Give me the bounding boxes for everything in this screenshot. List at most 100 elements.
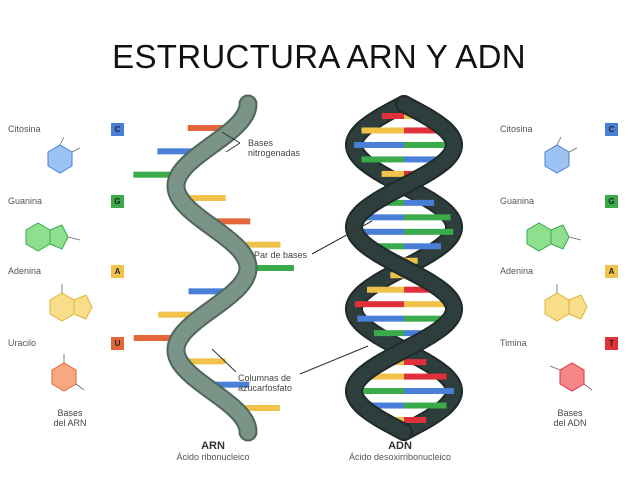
dna-base-rung-right xyxy=(404,127,447,134)
dna-base-rung-left xyxy=(357,315,404,322)
rna-base-label-cytosine: Citosina xyxy=(8,124,41,134)
rna-base-rung xyxy=(179,195,226,201)
dna-base-rung-left xyxy=(354,141,404,148)
dna-main-label: ADN Ácido desoxirribonucleico xyxy=(310,440,490,462)
rna-bases-caption: Bases del ARN xyxy=(40,408,100,428)
annotation-sugar-phosphate: Columnas de azucarfosfato xyxy=(238,373,292,393)
dna-base-rung-right xyxy=(404,286,441,293)
rna-badge-a: A xyxy=(111,265,124,278)
dna-base-rung-left xyxy=(367,286,404,293)
dna-base-label-thymine: Timina xyxy=(500,338,527,348)
bases-pointer-line-2 xyxy=(225,142,241,153)
dna-base-rung-left xyxy=(361,402,404,409)
rna-base-rung xyxy=(158,311,205,318)
dna-base-rung-right xyxy=(404,257,418,264)
dna-adenine-molecule-icon xyxy=(544,284,588,322)
dna-base-rung-right xyxy=(404,141,454,148)
dna-base-rung-right xyxy=(404,373,447,380)
rna-main-label: ARN Ácido ribonucleico xyxy=(150,440,276,462)
annotation-base-pair: Par de bases xyxy=(254,250,308,260)
dna-base-rung-left xyxy=(390,272,404,279)
rna-base-rung xyxy=(233,405,280,411)
rna-backbone-strand xyxy=(166,94,258,442)
rna-guanine-molecule-icon xyxy=(25,222,81,252)
dna-base-rung-left xyxy=(354,301,404,308)
rna-base-rung xyxy=(133,171,180,178)
rna-base-rung xyxy=(248,265,294,271)
dna-base-label-cytosine: Citosina xyxy=(500,124,533,134)
annotation-nitrogen-bases: Bases nitrogenadas xyxy=(248,138,300,158)
dna-base-rung-left xyxy=(367,243,404,250)
dna-base-label-guanine: Guanina xyxy=(500,196,535,206)
dna-badge-g: G xyxy=(605,195,618,208)
dna-sublabel: Ácido desoxirribonucleico xyxy=(348,452,452,462)
dna-base-rung-right xyxy=(404,156,447,163)
rna-badge-g: G xyxy=(111,195,124,208)
page-title: ESTRUCTURA ARN Y ADN xyxy=(112,38,526,75)
dna-badge-t: T xyxy=(605,337,618,350)
rna-base-rung xyxy=(203,381,250,388)
dna-caption-line2: del ADN xyxy=(553,418,587,428)
rna-base-rung xyxy=(188,288,235,295)
dna-base-rung-left xyxy=(373,330,404,337)
rna-backbone-fill xyxy=(168,96,256,440)
rna-badge-c: C xyxy=(111,123,124,136)
rna-caption-line2: del ARN xyxy=(53,418,87,428)
dna-backbone-strand-front xyxy=(345,95,463,441)
dna-thymine-molecule-icon xyxy=(549,362,593,392)
dna-guanine-molecule-icon xyxy=(526,222,582,252)
dna-base-rung-left xyxy=(354,388,404,395)
dna-base-rung-right xyxy=(404,388,454,395)
dna-base-rung-left xyxy=(381,170,404,177)
dna-base-rung-left xyxy=(361,127,404,134)
columns-pointer-line-dna xyxy=(299,345,369,375)
rna-base-rung xyxy=(179,358,226,365)
rna-cytosine-molecule-icon xyxy=(47,136,81,174)
rna-caption-line1: Bases xyxy=(57,408,83,418)
rna-base-rung xyxy=(157,148,204,155)
dna-backbone-front-fill xyxy=(347,97,461,439)
dna-base-rung-right xyxy=(404,301,454,308)
dna-base-rung-left xyxy=(361,373,404,380)
dna-base-rung-right xyxy=(404,199,435,206)
dna-base-rung-left xyxy=(357,214,404,221)
dna-badge-c: C xyxy=(605,123,618,136)
rna-sublabel: Ácido ribonucleico xyxy=(176,452,250,462)
dna-base-rung-right xyxy=(404,228,454,235)
rna-base-rungs xyxy=(133,125,294,411)
annotation-columns-line1: Columnas de xyxy=(238,373,292,383)
columns-pointer-line-rna xyxy=(211,348,237,373)
annotation-bases-line2: nitrogenadas xyxy=(248,148,301,158)
rna-uracil-molecule-icon xyxy=(51,354,85,392)
dna-base-rung-left xyxy=(381,113,404,119)
rna-base-label-guanine: Guanina xyxy=(8,196,43,206)
rna-base-rung xyxy=(234,241,281,248)
rna-badge-u: U xyxy=(111,337,124,350)
dna-base-rung-right xyxy=(404,402,447,409)
dna-base-rung-right xyxy=(404,315,451,322)
bases-pointer-line-1 xyxy=(221,131,241,144)
rna-base-rung xyxy=(187,125,234,131)
dna-base-rung-right xyxy=(404,243,441,250)
rna-base-rung xyxy=(204,218,251,225)
pair-pointer-line xyxy=(311,220,373,255)
annotation-columns-line2: azucarfosfato xyxy=(238,383,293,393)
dna-badge-a: A xyxy=(605,265,618,278)
dna-base-rung-left xyxy=(361,156,404,163)
rna-base-label-uracil: Uracilo xyxy=(8,338,37,348)
dna-base-label-adenine: Adenina xyxy=(500,266,534,276)
rna-adenine-molecule-icon xyxy=(49,284,93,322)
dna-bases-caption: Bases del ADN xyxy=(540,408,600,428)
annotation-bases-line1: Bases xyxy=(248,138,274,148)
rna-base-rung xyxy=(133,335,180,341)
dna-caption-line1: Bases xyxy=(557,408,583,418)
dna-base-rung-right xyxy=(404,359,427,366)
dna-base-rung-left xyxy=(354,228,404,235)
dna-cytosine-molecule-icon xyxy=(544,136,578,174)
dna-base-rung-right xyxy=(404,214,451,221)
rna-base-label-adenine: Adenina xyxy=(8,266,42,276)
dna-base-rung-right xyxy=(404,417,427,423)
dna-label: ADN xyxy=(388,440,412,452)
rna-label: ARN xyxy=(201,440,225,452)
